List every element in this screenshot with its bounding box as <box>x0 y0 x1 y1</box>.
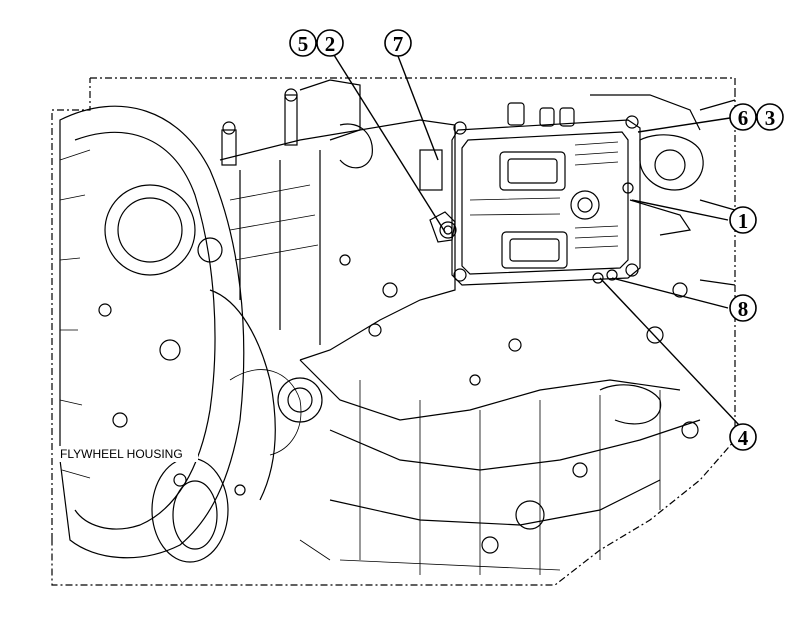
flywheel-housing-label: FLYWHEEL HOUSING <box>60 447 183 461</box>
callout-7-label: 7 <box>393 32 404 56</box>
view-boundary <box>51 77 736 586</box>
callout-8-label: 8 <box>738 297 749 321</box>
leader-lines <box>333 54 740 426</box>
callout-4: 4 <box>729 423 757 451</box>
callout-3-label: 3 <box>765 106 776 130</box>
callout-1: 1 <box>729 206 757 234</box>
flywheel-housing-drawing <box>59 105 323 563</box>
callout-6-label: 6 <box>738 106 749 130</box>
callout-1-label: 1 <box>738 209 749 233</box>
callout-2: 2 <box>316 29 344 57</box>
callout-2-label: 2 <box>325 32 336 56</box>
ecm-module-drawing <box>429 102 641 286</box>
callout-7: 7 <box>384 29 412 57</box>
engine-block-drawing <box>219 79 736 575</box>
callout-6: 6 <box>729 103 757 131</box>
callout-5-label: 5 <box>298 32 309 56</box>
callout-8: 8 <box>729 294 757 322</box>
callout-4-label: 4 <box>738 426 749 450</box>
label-background <box>58 446 198 462</box>
callout-3: 3 <box>756 103 784 131</box>
callout-5: 5 <box>289 29 317 57</box>
